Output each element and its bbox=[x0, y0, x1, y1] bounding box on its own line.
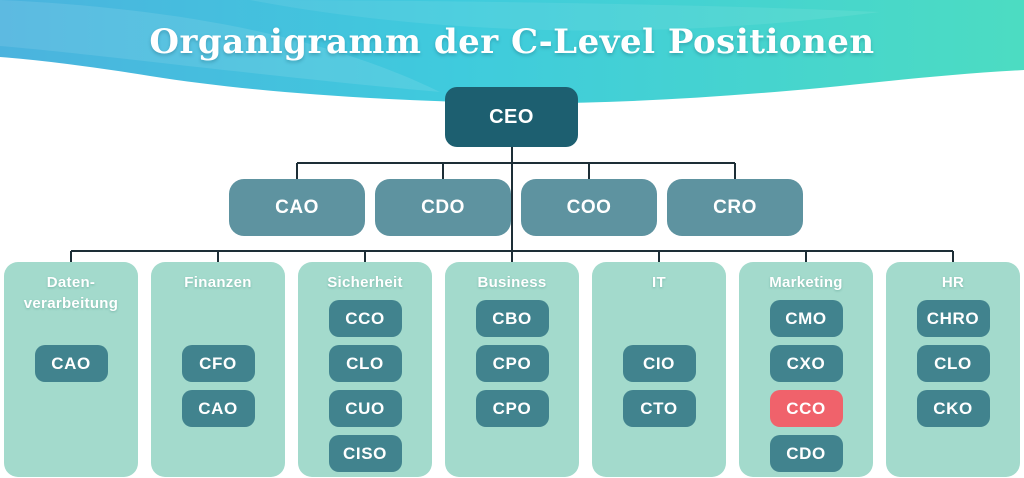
role-box: CFO bbox=[181, 345, 255, 382]
department-title: Daten- verarbeitung bbox=[23, 274, 119, 312]
role-box-highlighted: CCO bbox=[769, 390, 843, 427]
role-box: CXO bbox=[769, 345, 843, 382]
department-roles: CFO CAO bbox=[151, 345, 285, 427]
role-box: CISO bbox=[328, 435, 402, 472]
role-box: CLO bbox=[916, 345, 990, 382]
role-box: CAO bbox=[181, 390, 255, 427]
department-roles: CMO CXO CCO CDO bbox=[739, 300, 873, 472]
department-title: Marketing bbox=[769, 274, 843, 291]
page-title: Organigramm der C-Level Positionen bbox=[149, 22, 875, 62]
level2-box: CRO bbox=[667, 179, 803, 236]
role-box: CPO bbox=[475, 345, 549, 382]
department-card: Finanzen CFO CAO bbox=[151, 262, 285, 477]
department-card: Business CBO CPO CPO bbox=[445, 262, 579, 477]
department-roles: CHRO CLO CKO bbox=[886, 300, 1020, 427]
department-roles: CAO bbox=[4, 345, 138, 382]
role-box: CUO bbox=[328, 390, 402, 427]
role-box: CAO bbox=[34, 345, 108, 382]
ceo-box: CEO bbox=[445, 87, 578, 147]
department-card: IT CIO CTO bbox=[592, 262, 726, 477]
level2-box: CDO bbox=[375, 179, 511, 236]
department-title: Finanzen bbox=[184, 274, 252, 291]
role-box: CTO bbox=[622, 390, 696, 427]
role-box: CDO bbox=[769, 435, 843, 472]
role-box: CBO bbox=[475, 300, 549, 337]
department-card: Sicherheit CCO CLO CUO CISO bbox=[298, 262, 432, 477]
role-box: CIO bbox=[622, 345, 696, 382]
department-title: IT bbox=[652, 274, 666, 291]
department-title: HR bbox=[941, 274, 965, 291]
department-title: Business bbox=[477, 274, 547, 291]
department-roles: CCO CLO CUO CISO bbox=[298, 300, 432, 472]
level2-box: COO bbox=[521, 179, 657, 236]
role-box: CCO bbox=[328, 300, 402, 337]
role-box: CLO bbox=[328, 345, 402, 382]
header-wave bbox=[0, 0, 1024, 104]
role-box: CMO bbox=[769, 300, 843, 337]
department-card: Marketing CMO CXO CCO CDO bbox=[739, 262, 873, 477]
department-card: HR CHRO CLO CKO bbox=[886, 262, 1020, 477]
department-title: Sicherheit bbox=[327, 274, 403, 291]
role-box: CHRO bbox=[916, 300, 990, 337]
role-box: CPO bbox=[475, 390, 549, 427]
role-box: CKO bbox=[916, 390, 990, 427]
department-card: Daten- verarbeitung CAO bbox=[4, 262, 138, 477]
level2-box: CAO bbox=[229, 179, 365, 236]
department-roles: CIO CTO bbox=[592, 345, 726, 427]
department-roles: CBO CPO CPO bbox=[445, 300, 579, 427]
